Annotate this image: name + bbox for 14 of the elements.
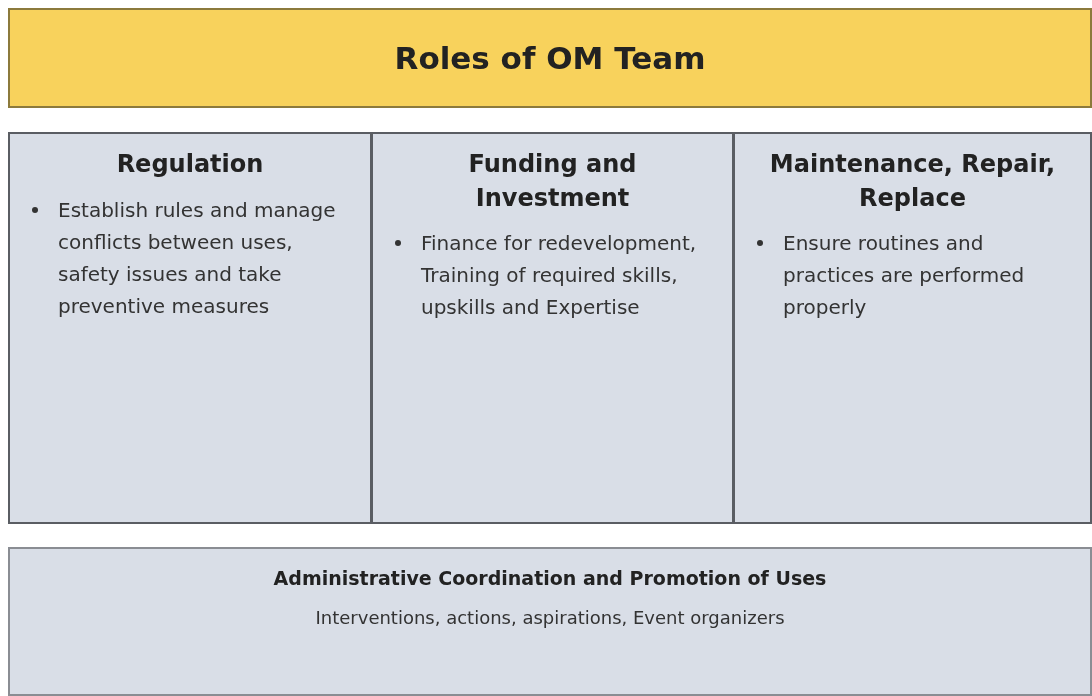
coordination-heading: Administrative Coordination and Promotion of Uses [272,567,828,589]
coordination-description: Interventions, actions, aspirations, Event organizers [314,607,786,628]
title-banner [8,8,1092,108]
role-panel [733,132,1092,524]
banner-heading: Roles of OM Team [394,40,706,76]
role-description: Finance for redevelopment, Training of required skills, upskills and Expertise [421,230,698,322]
role-panel [8,132,372,524]
role-description: Ensure routines and practices are performed properly [783,230,1026,322]
role-heading: Maintenance, Repair, Replace [768,149,1057,214]
coordination-panel [8,547,1092,696]
role-panel [371,132,734,524]
role-heading: Regulation [115,149,265,180]
role-heading: Funding and Investment [467,149,638,214]
role-description: Establish rules and manage conflicts between uses, safety issues and take preventive measures [58,196,337,320]
